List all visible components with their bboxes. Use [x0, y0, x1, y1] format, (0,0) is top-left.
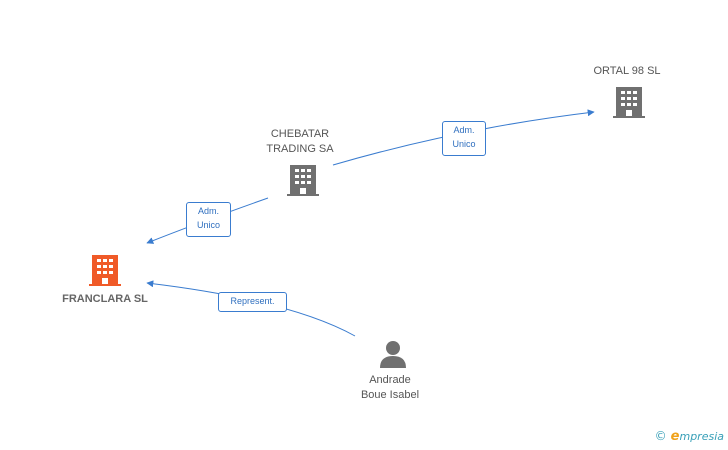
edge-label-line: Unico [452, 139, 476, 149]
brand-name: mpresia [679, 430, 724, 443]
node-label-ortal[interactable]: ORTAL 98 SL [582, 64, 672, 79]
person-icon[interactable] [377, 338, 409, 370]
edge-label-line: Adm. [453, 125, 475, 135]
node-label-line: ORTAL 98 SL [593, 65, 661, 77]
building-icon[interactable] [88, 253, 122, 287]
edge-label-chebatar-franclara[interactable]: Adm. Unico [186, 202, 231, 237]
edge-label-line: Represent. [230, 296, 275, 306]
edge-label-line: Adm. [197, 206, 219, 216]
edge-label-chebatar-ortal[interactable]: Adm. Unico [442, 121, 486, 156]
building-icon[interactable] [286, 163, 320, 197]
brand-initial: e [670, 429, 680, 444]
brand-logo: ©empresia [655, 429, 724, 444]
building-icon[interactable] [612, 85, 646, 119]
node-label-line: TRADING SA [266, 143, 334, 155]
node-label-line: Andrade [369, 374, 411, 386]
node-label-franclara[interactable]: FRANCLARA SL [50, 292, 160, 307]
node-label-chebatar[interactable]: CHEBATAR TRADING SA [250, 127, 350, 157]
edge-label-line: Unico [196, 220, 220, 230]
node-label-line: Boue Isabel [360, 389, 420, 401]
node-label-andrade[interactable]: Andrade Boue Isabel [342, 373, 438, 403]
node-label-line: CHEBATAR [270, 128, 330, 140]
copyright-icon: © [654, 429, 667, 443]
node-label-line: FRANCLARA SL [62, 293, 148, 305]
edge-label-andrade-franclara[interactable]: Represent. [218, 292, 287, 312]
